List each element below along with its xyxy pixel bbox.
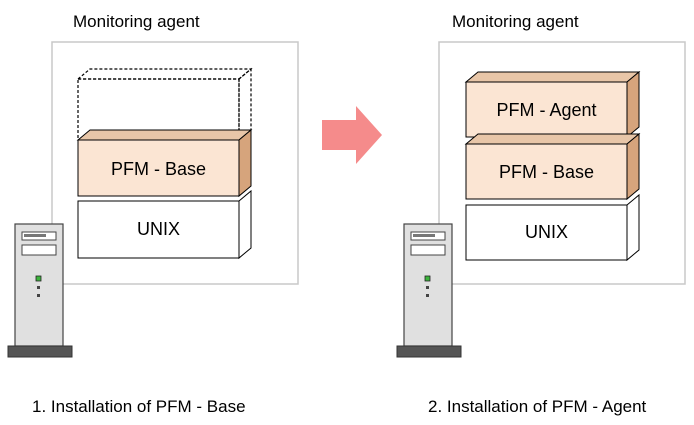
server-icon xyxy=(7,223,73,358)
left-os-side xyxy=(238,189,252,260)
right-os-front xyxy=(465,204,628,261)
right-agent-label: PFM - Agent xyxy=(496,100,596,120)
left-os-layer: UNIX xyxy=(77,189,252,260)
left-base-front xyxy=(77,139,240,197)
right-os-layer: UNIX xyxy=(465,193,640,262)
left-base-label: PFM - Base xyxy=(111,159,206,179)
right-agent-layer: PFM - Agent xyxy=(464,70,641,139)
arrow-right-icon xyxy=(322,106,382,164)
right-base-front xyxy=(465,143,628,200)
left-caption: 1. Installation of PFM - Base xyxy=(32,397,246,416)
right-base-layer: PFM - Base xyxy=(464,132,641,201)
right-base-label: PFM - Base xyxy=(499,162,594,182)
right-panel: Monitoring agent PFM - Agent PFM - Base … xyxy=(396,12,686,416)
left-base-side xyxy=(238,128,252,198)
left-base-layer: PFM - Base xyxy=(76,128,253,198)
left-panel: Monitoring agent PFM - Base UNIX xyxy=(7,12,299,416)
left-base-top xyxy=(76,129,253,141)
right-base-side xyxy=(626,132,640,201)
right-os-label: UNIX xyxy=(525,222,568,242)
server-icon xyxy=(396,223,462,358)
right-caption: 2. Installation of PFM - Agent xyxy=(428,397,647,416)
right-panel-title: Monitoring agent xyxy=(452,12,579,31)
right-os-side xyxy=(626,193,640,262)
right-base-top xyxy=(464,133,641,145)
left-panel-title: Monitoring agent xyxy=(73,12,200,31)
left-os-label: UNIX xyxy=(137,219,180,239)
left-os-front xyxy=(77,200,240,259)
right-agent-top xyxy=(464,71,641,83)
right-agent-side xyxy=(626,70,640,139)
